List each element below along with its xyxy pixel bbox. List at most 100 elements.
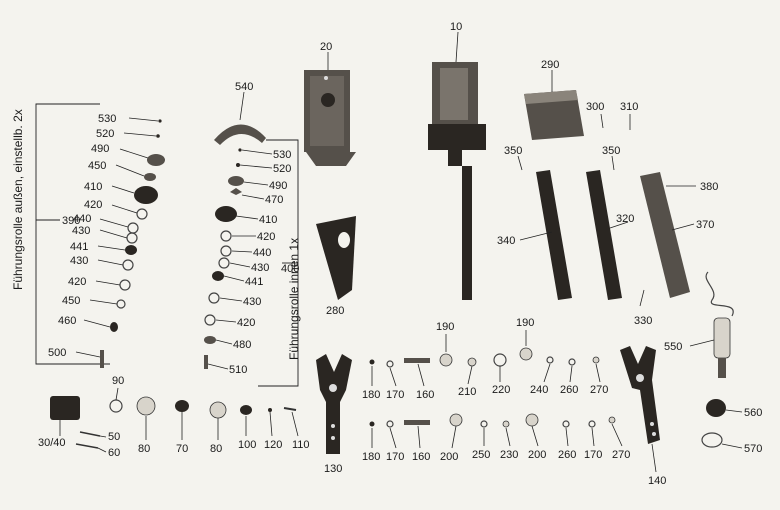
part-320: [586, 170, 622, 300]
label-410-left: 410: [84, 181, 102, 193]
label-430b-right: 430: [243, 296, 261, 308]
part-450b: [116, 299, 126, 309]
label-60: 60: [108, 447, 120, 459]
part-370: [640, 172, 690, 298]
outer-roller-leaders: [75, 117, 159, 358]
part-430b: [122, 259, 134, 271]
label-10: 10: [450, 21, 462, 33]
part-540: [214, 124, 266, 145]
label-80b: 80: [210, 443, 222, 455]
part-140: [620, 346, 660, 444]
label-470-right: 470: [265, 194, 283, 206]
label-570: 570: [744, 443, 762, 455]
part-280: [316, 216, 356, 300]
label-50: 50: [108, 431, 120, 443]
inner-roller-leaders: [207, 149, 273, 370]
caption-outer-roller: Führungsrolle außen, einstellb. 2x: [11, 109, 25, 290]
label-440-right: 440: [253, 247, 271, 259]
label-430-right: 430: [251, 262, 269, 274]
part-490: [147, 154, 165, 166]
label-441-right: 441: [245, 276, 263, 288]
bottom-left-parts: [50, 396, 297, 449]
label-550: 550: [664, 341, 682, 353]
label-420-right: 420: [257, 231, 275, 243]
label-200b: 200: [528, 449, 546, 461]
label-180b: 180: [362, 451, 380, 463]
part-450: [144, 173, 156, 181]
label-140: 140: [648, 475, 666, 487]
label-370: 370: [696, 219, 714, 231]
label-260b: 260: [558, 449, 576, 461]
label-180a: 180: [362, 389, 380, 401]
part-290: [524, 90, 584, 140]
label-320: 320: [616, 213, 634, 225]
label-410-right: 410: [259, 214, 277, 226]
label-130: 130: [324, 463, 342, 475]
part-420b: [119, 279, 131, 291]
part-460: [110, 322, 118, 332]
part-440: [127, 222, 139, 234]
label-170a: 170: [386, 389, 404, 401]
label-90: 90: [112, 375, 124, 387]
label-530-left: 530: [98, 113, 116, 125]
label-310: 310: [620, 101, 638, 113]
part-420: [136, 208, 148, 220]
label-420b-left: 420: [68, 276, 86, 288]
label-520-left: 520: [96, 128, 114, 140]
label-330: 330: [634, 315, 652, 327]
part-550: [705, 271, 734, 378]
label-350b: 350: [602, 145, 620, 157]
inner-roller-parts: [204, 148, 244, 369]
label-441-left: 441: [70, 241, 88, 253]
label-170c: 170: [584, 449, 602, 461]
label-500-left: 500: [48, 347, 66, 359]
label-170b: 170: [386, 451, 404, 463]
label-520-right: 520: [273, 163, 291, 175]
label-160a: 160: [416, 389, 434, 401]
label-420b-right: 420: [237, 317, 255, 329]
label-260a: 260: [560, 384, 578, 396]
lower-hardware-row: [369, 413, 616, 428]
label-240: 240: [530, 384, 548, 396]
label-270a: 270: [590, 384, 608, 396]
label-270b: 270: [612, 449, 630, 461]
upper-hardware-row: [369, 347, 600, 368]
label-440-left: 440: [73, 213, 91, 225]
label-390: 390: [62, 215, 80, 227]
label-30-40: 30/40: [38, 437, 66, 449]
label-100: 100: [238, 439, 256, 451]
label-250: 250: [472, 449, 490, 461]
label-280: 280: [326, 305, 344, 317]
part-570: [701, 432, 723, 448]
label-420-left: 420: [84, 199, 102, 211]
label-300: 300: [586, 101, 604, 113]
part-410: [134, 186, 158, 204]
part-130: [316, 354, 352, 454]
part-520: [156, 134, 160, 138]
part-500: [100, 350, 104, 368]
label-430-left: 430: [72, 225, 90, 237]
outer-roller-parts: [100, 119, 165, 368]
label-480-right: 480: [233, 339, 251, 351]
label-110: 110: [292, 439, 310, 451]
label-380: 380: [700, 181, 718, 193]
label-220: 220: [492, 384, 510, 396]
label-540: 540: [235, 81, 253, 93]
label-490-right: 490: [269, 180, 287, 192]
label-20: 20: [320, 41, 332, 53]
part-560: [706, 399, 726, 417]
label-450b-left: 450: [62, 295, 80, 307]
label-80a: 80: [138, 443, 150, 455]
part-441: [125, 245, 137, 255]
part-430: [126, 232, 138, 244]
label-160b: 160: [412, 451, 430, 463]
label-210: 210: [458, 386, 476, 398]
label-560: 560: [744, 407, 762, 419]
label-230: 230: [500, 449, 518, 461]
label-460-left: 460: [58, 315, 76, 327]
inner-roller-bracket: [258, 139, 299, 387]
part-530: [158, 119, 162, 123]
label-290: 290: [541, 59, 559, 71]
